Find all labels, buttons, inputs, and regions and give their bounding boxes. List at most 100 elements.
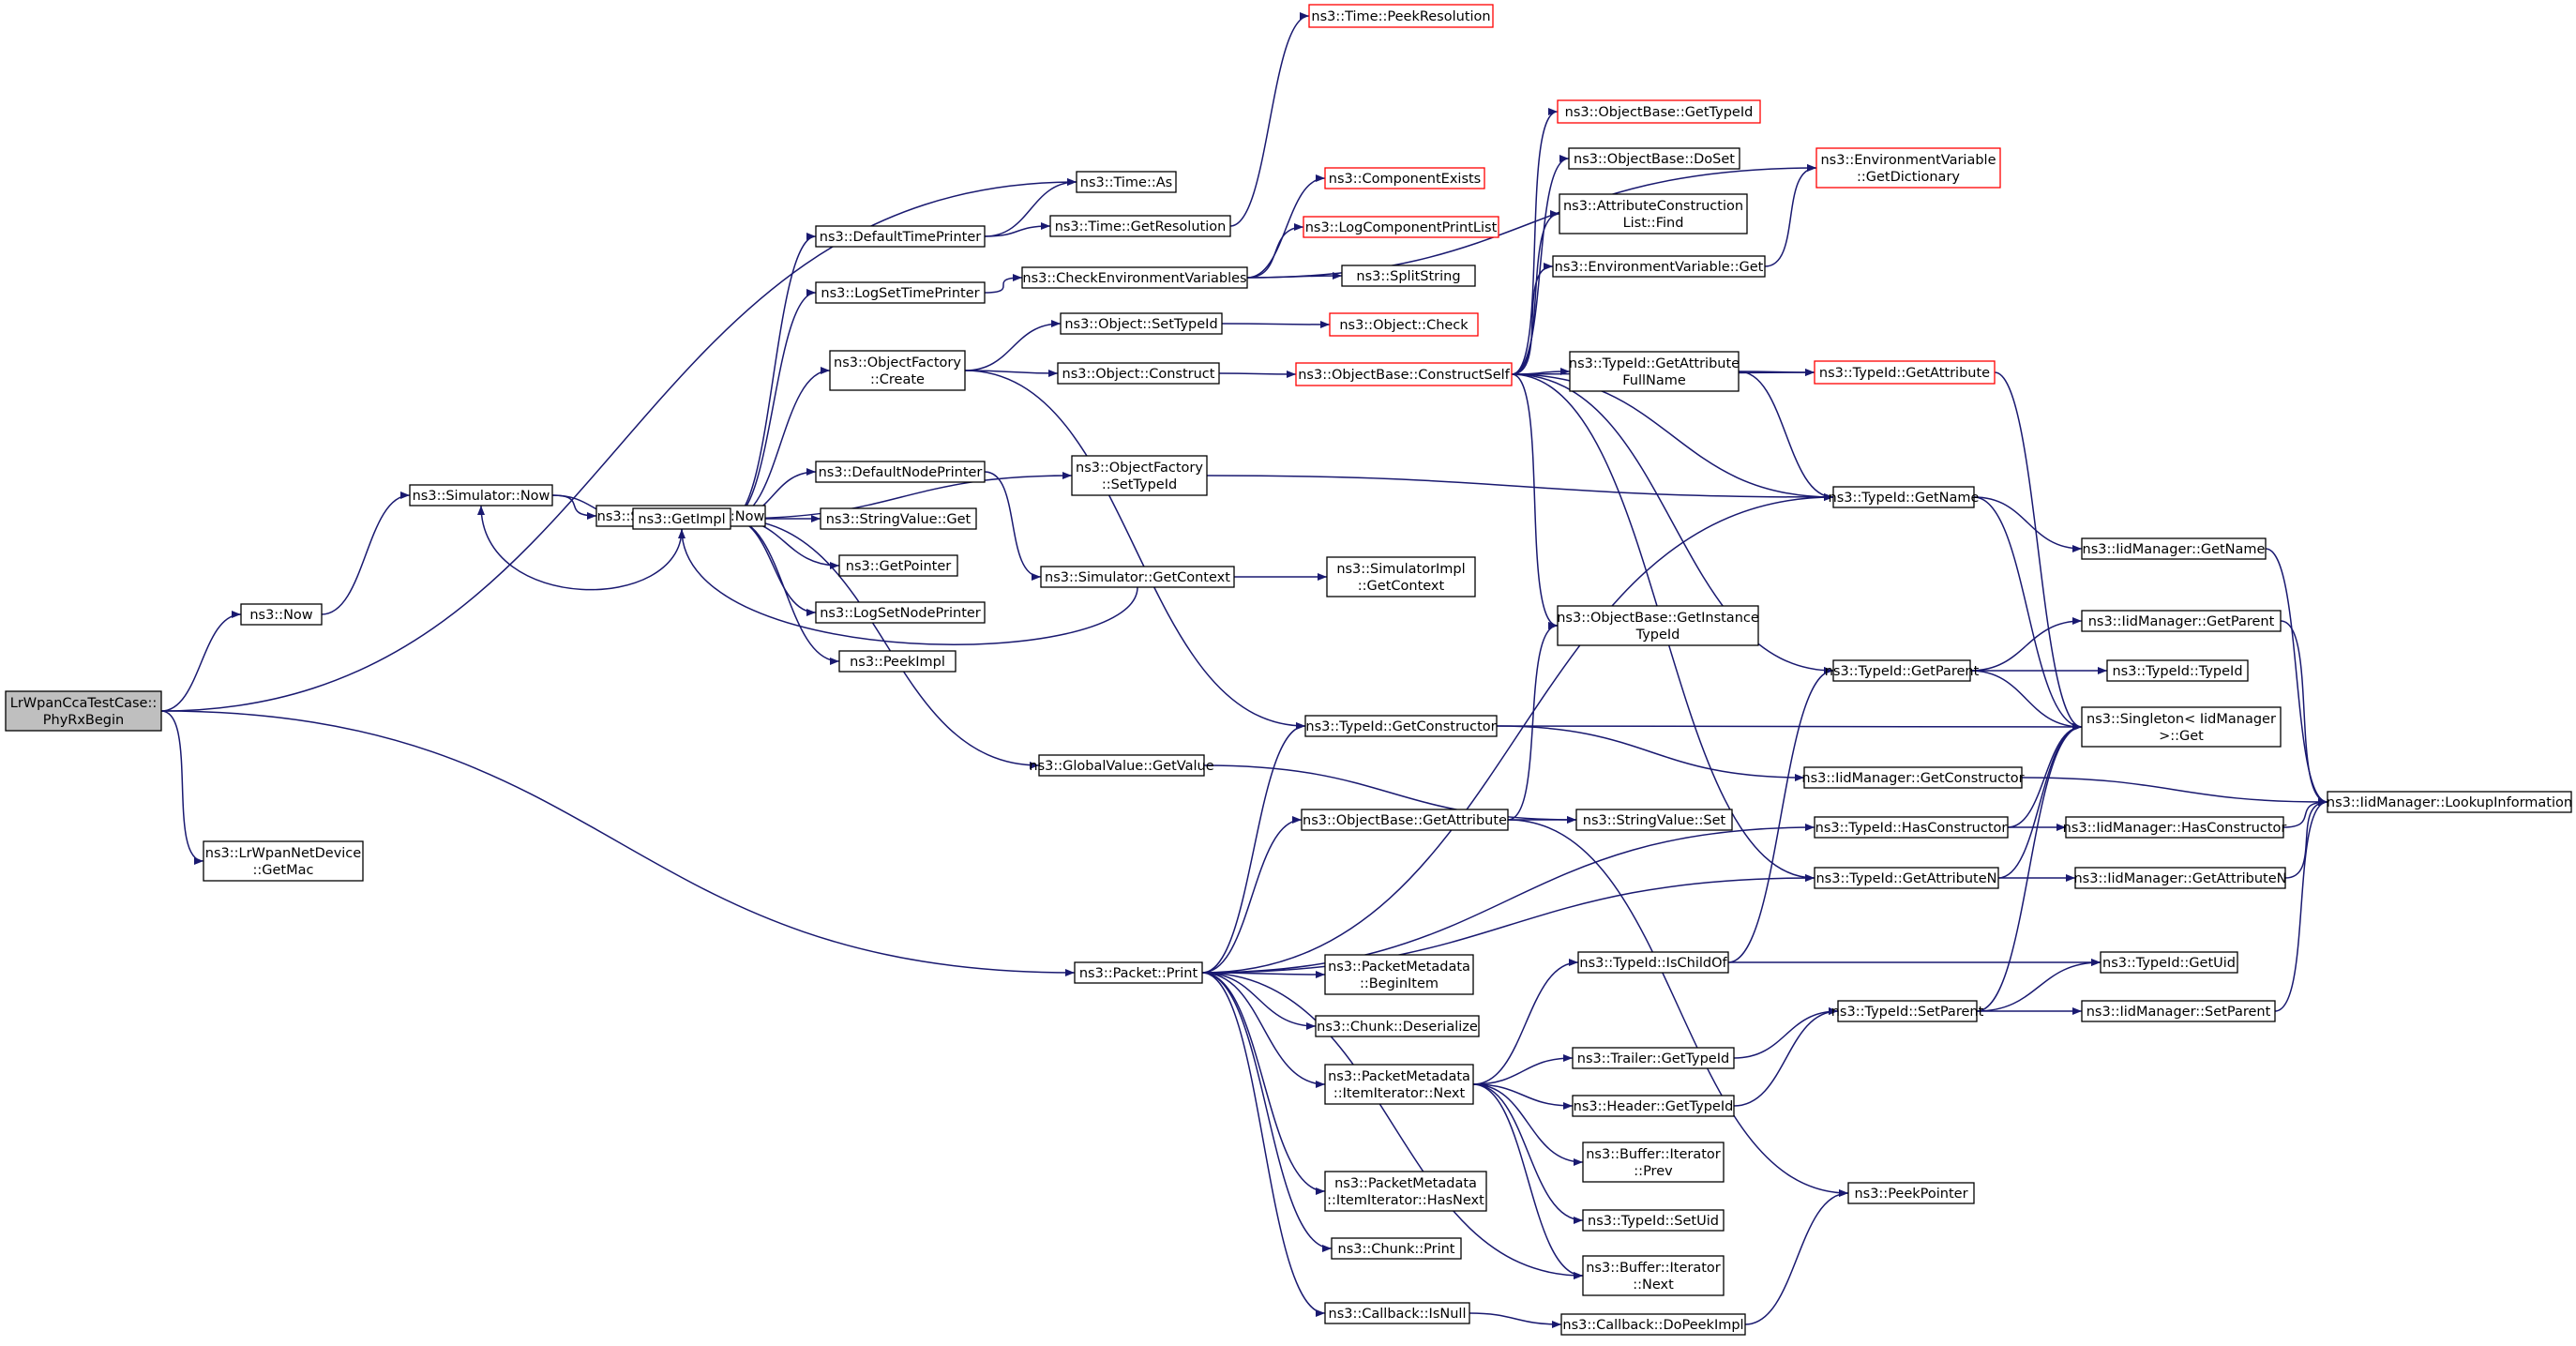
function-node-singletonget[interactable]: ns3::Singleton< IidManager >::Get xyxy=(2081,706,2282,748)
call-edge xyxy=(1738,368,1815,376)
function-node-tidgetname[interactable]: ns3::TypeId::GetName xyxy=(1829,486,1980,508)
function-node-getpointer[interactable]: ns3::GetPointer xyxy=(838,554,958,577)
node-label: ::Prev xyxy=(1634,1164,1673,1179)
node-label: ns3::ObjectBase::GetAttribute xyxy=(1303,813,1507,828)
function-node-headergettypeid[interactable]: ns3::Header::GetTypeId xyxy=(1572,1095,1735,1117)
function-node-pmbeginitem[interactable]: ns3::PacketMetadata::BeginItem xyxy=(1324,954,1474,995)
call-edge xyxy=(1496,722,2083,731)
function-node-envvargetdict[interactable]: ns3::EnvironmentVariable::GetDictionary xyxy=(1815,147,2001,189)
function-node-bufitnext[interactable]: ns3::Buffer::Iterator::Next xyxy=(1582,1255,1725,1296)
function-node-envvarget[interactable]: ns3::EnvironmentVariable::Get xyxy=(1552,255,1766,278)
function-node-tidgetconstructor[interactable]: ns3::TypeId::GetConstructor xyxy=(1304,715,1498,737)
function-node-tidgetparent[interactable]: ns3::TypeId::GetParent xyxy=(1825,659,1980,682)
node-label: ns3::TypeId::HasConstructor xyxy=(1815,821,2008,836)
call-edge xyxy=(1733,1007,1839,1107)
call-edge xyxy=(160,710,1076,976)
node-label: ns3::ObjectFactory xyxy=(834,355,961,371)
function-node-timepeekres[interactable]: ns3::Time::PeekResolution xyxy=(1308,4,1494,28)
node-box xyxy=(820,507,977,530)
function-node-getmac[interactable]: ns3::LrWpanNetDevice::GetMac xyxy=(203,840,364,882)
function-node-strvalset[interactable]: ns3::StringValue::Set xyxy=(1575,809,1733,831)
function-node-objfactsettypeid[interactable]: ns3::ObjectFactory::SetTypeId xyxy=(1071,455,1208,496)
function-node-chunkprint[interactable]: ns3::Chunk::Print xyxy=(1331,1237,1462,1260)
function-node-objbasedoset[interactable]: ns3::ObjectBase::DoSet xyxy=(1568,147,1740,170)
node-box xyxy=(1341,265,1476,287)
function-node-iidsetparent[interactable]: ns3::IidManager::SetParent xyxy=(2081,1000,2276,1022)
function-node-tidhasconstructor[interactable]: ns3::TypeId::HasConstructor xyxy=(1814,816,2009,839)
function-node-objcheck[interactable]: ns3::Object::Check xyxy=(1329,312,1479,337)
function-node-logsetnodeprinter[interactable]: ns3::LogSetNodePrinter xyxy=(815,601,986,624)
function-node-tidgetattr[interactable]: ns3::TypeId::GetAttribute xyxy=(1814,360,1996,385)
function-node-peekpointer[interactable]: ns3::PeekPointer xyxy=(1847,1182,1975,1204)
function-node-getimpl[interactable]: ns3::GetImpl xyxy=(632,507,731,530)
function-node-timegetres[interactable]: ns3::Time::GetResolution xyxy=(1049,215,1231,237)
function-node-iidgetparent[interactable]: ns3::IidManager::GetParent xyxy=(2081,610,2282,632)
function-node-simnow[interactable]: ns3::Simulator::Now xyxy=(409,484,553,507)
function-node-now[interactable]: ns3::Now xyxy=(240,603,323,626)
function-node-tidsetparent[interactable]: ns3::TypeId::SetParent xyxy=(1831,1000,1984,1022)
node-label: ns3::PacketMetadata xyxy=(1334,1176,1477,1191)
function-node-objbaseconstruct[interactable]: ns3::ObjectBase::ConstructSelf xyxy=(1295,362,1513,386)
function-node-objsettypeid[interactable]: ns3::Object::SetTypeId xyxy=(1060,312,1223,335)
call-edge xyxy=(730,233,817,520)
function-node-logsettimeprinter[interactable]: ns3::LogSetTimePrinter xyxy=(815,281,986,304)
function-node-packetprint[interactable]: ns3::Packet::Print xyxy=(1074,961,1203,984)
function-node-objbasegetattr[interactable]: ns3::ObjectBase::GetAttribute xyxy=(1301,809,1509,831)
call-edge xyxy=(1472,1054,1574,1085)
node-label: ns3::IidManager::GetConstructor xyxy=(1801,771,2024,786)
call-edge xyxy=(160,178,1077,712)
function-node-tidsetuid[interactable]: ns3::TypeId::SetUid xyxy=(1582,1209,1725,1232)
function-node-tidgetattrn[interactable]: ns3::TypeId::GetAttributeN xyxy=(1814,867,1999,889)
function-node-peekimpl[interactable]: ns3::PeekImpl xyxy=(838,650,957,673)
function-node-trailergettypeid[interactable]: ns3::Trailer::GetTypeId xyxy=(1572,1047,1735,1069)
function-node-pmithasnext[interactable]: ns3::PacketMetadata::ItemIterator::HasNe… xyxy=(1324,1171,1487,1212)
function-node-simimplgetctx[interactable]: ns3::SimulatorImpl::GetContext xyxy=(1326,556,1476,597)
function-node-iidgetname[interactable]: ns3::IidManager::GetName xyxy=(2081,537,2267,560)
node-label: ns3::Time::PeekResolution xyxy=(1311,9,1490,24)
call-edge xyxy=(160,611,242,712)
node-box xyxy=(815,281,986,304)
node-label: ::GetDictionary xyxy=(1857,170,1960,185)
function-node-splitstring[interactable]: ns3::SplitString xyxy=(1341,265,1476,287)
function-node-chunkdeser[interactable]: ns3::Chunk::Deserialize xyxy=(1315,1015,1480,1037)
function-node-timeas[interactable]: ns3::Time::As xyxy=(1076,171,1177,193)
call-edge xyxy=(1472,1083,1574,1110)
function-node-defnodeprinter[interactable]: ns3::DefaultNodePrinter xyxy=(815,461,986,483)
function-node-strvalget[interactable]: ns3::StringValue::Get xyxy=(820,507,977,530)
function-node-iidgetattrn[interactable]: ns3::IidManager::GetAttributeN xyxy=(2073,867,2287,889)
function-node-tidischildof[interactable]: ns3::TypeId::IsChildOf xyxy=(1577,951,1729,974)
function-node-checkenv[interactable]: ns3::CheckEnvironmentVariables xyxy=(1021,266,1248,289)
node-box xyxy=(203,840,364,882)
function-node-bufitprev[interactable]: ns3::Buffer::Iterator::Prev xyxy=(1582,1142,1725,1183)
node-label: ns3::ObjectBase::DoSet xyxy=(1574,152,1735,167)
call-edge xyxy=(1511,155,1570,375)
function-node-objfactcreate[interactable]: ns3::ObjectFactory::Create xyxy=(829,350,966,391)
node-label: ns3::LrWpanNetDevice xyxy=(205,846,362,861)
function-node-objbasegettypeid[interactable]: ns3::ObjectBase::GetTypeId xyxy=(1557,99,1761,124)
call-edge xyxy=(1218,370,1297,378)
function-node-tidtypeid[interactable]: ns3::TypeId::TypeId xyxy=(2106,659,2249,682)
function-node-iidgetconstructor[interactable]: ns3::IidManager::GetConstructor xyxy=(1801,766,2025,789)
function-node-callbackdopeek[interactable]: ns3::Callback::DoPeekImpl xyxy=(1560,1313,1746,1336)
function-node-tidgetuid[interactable]: ns3::TypeId::GetUid xyxy=(2100,951,2238,974)
node-box xyxy=(1301,809,1509,831)
function-node-iidlookup[interactable]: ns3::IidManager::LookupInformation xyxy=(2327,791,2572,813)
node-label: ns3::Chunk::Print xyxy=(1338,1242,1455,1257)
function-node-globalvalget[interactable]: ns3::GlobalValue::GetValue xyxy=(1029,754,1214,777)
function-node-simgetctx[interactable]: ns3::Simulator::GetContext xyxy=(1040,566,1235,588)
call-edge xyxy=(1733,1007,1839,1059)
function-node-pmitnext[interactable]: ns3::PacketMetadata::ItemIterator::Next xyxy=(1324,1064,1474,1105)
node-box xyxy=(1572,1095,1735,1117)
node-box xyxy=(409,484,553,507)
function-node-objconstruct[interactable]: ns3::Object::Construct xyxy=(1057,362,1220,385)
function-node-callbackisnull[interactable]: ns3::Callback::IsNull xyxy=(1324,1302,1470,1324)
node-label: ns3::LogSetTimePrinter xyxy=(821,286,979,301)
function-node-deftimeprinter[interactable]: ns3::DefaultTimePrinter xyxy=(815,225,986,248)
function-node-logcompprint[interactable]: ns3::LogComponentPrintList xyxy=(1303,216,1499,238)
function-node-compexists[interactable]: ns3::ComponentExists xyxy=(1324,167,1485,189)
function-node-root[interactable]: LrWpanCcaTestCase::PhyRxBegin xyxy=(5,690,162,732)
function-node-iidhasconstructor[interactable]: ns3::IidManager::HasConstructor xyxy=(2063,816,2287,839)
